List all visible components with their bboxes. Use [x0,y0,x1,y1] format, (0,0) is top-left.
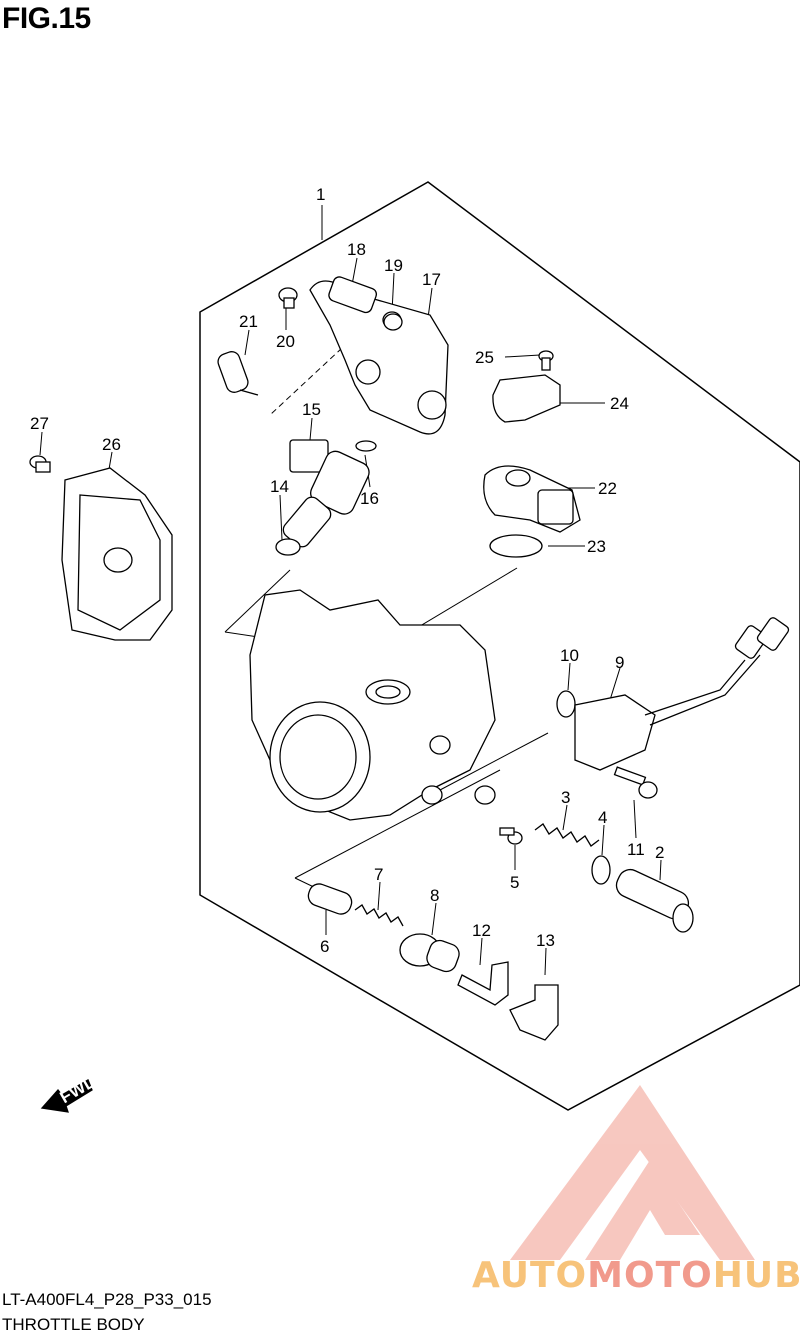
part-27-bolt [29,455,51,473]
figure-code: LT-A400FL4_P28_P33_015 [2,1290,212,1309]
part-12-hose [457,961,509,1006]
callout-21: 21 [239,312,258,331]
parts [29,276,790,1113]
figure-caption: THROTTLE BODY [2,1315,145,1334]
callout-20: 20 [276,332,295,351]
leader-lines [39,205,662,976]
callout-5: 5 [510,873,519,892]
part-2-adjust-screw [615,868,694,933]
callout-1: 1 [316,185,325,204]
callout-19: 19 [384,256,403,275]
part-4-o-ring [591,855,611,885]
part-11-screw [613,766,658,799]
watermark-text: AUTOMOTOHUB [472,1255,800,1296]
part-8-nut [399,933,460,973]
part-16-o-ring [355,440,377,452]
figure-title: FIG.15 [2,2,91,35]
assembly-frame [199,181,800,1111]
part-22-sensor [483,465,581,533]
part-1-throttle-body [249,589,496,821]
part-21-screw [217,351,259,396]
callout-22: 22 [598,479,617,498]
part-23-o-ring [489,534,543,558]
part-10-o-ring [556,690,576,718]
callout-15: 15 [302,400,321,419]
part-7-spring [354,904,404,927]
part-14-o-ring [275,538,301,556]
watermark-part-3: HUB [712,1255,800,1296]
part-3-spring [534,823,600,847]
watermark-part-2: MOTO [587,1255,713,1296]
callout-8: 8 [430,886,439,905]
callout-14: 14 [270,477,289,496]
callout-6: 6 [320,937,329,956]
callout-24: 24 [610,394,629,413]
callout-18: 18 [347,240,366,259]
callout-12: 12 [472,921,491,940]
fwd-arrow [40,1079,93,1113]
callout-27: 27 [30,414,49,433]
callout-4: 4 [598,808,607,827]
callout-23: 23 [587,537,606,556]
callout-7: 7 [374,865,383,884]
callout-11: 11 [627,840,645,859]
part-17-fuel-rail [309,276,449,435]
part-25-screw [538,350,554,371]
callout-3: 3 [561,788,570,807]
fwd-label: FWD [57,1071,100,1107]
watermark-part-1: AUTO [472,1255,588,1296]
callout-16: 16 [360,489,379,508]
part-24-bracket [492,374,561,423]
callout-10: 10 [560,646,579,665]
part-13-elbow [509,984,559,1041]
callout-9: 9 [615,653,624,672]
callout-13: 13 [536,931,555,950]
callout-2: 2 [655,843,664,862]
callout-numbers: 1 2 3 4 5 6 7 8 9 10 11 12 13 14 15 16 1… [30,185,664,956]
part-5-screw [499,827,523,845]
part-9-throttle-position-sensor [574,617,790,771]
part-26-cover [61,467,173,641]
part-15-injector [282,439,370,548]
part-20-screw [278,287,298,309]
callout-17: 17 [422,270,441,289]
watermark-logo [510,1085,755,1260]
callout-25: 25 [475,348,494,367]
callout-26: 26 [102,435,121,454]
part-19-o-ring [383,313,403,331]
part-6-plunger [307,883,353,915]
